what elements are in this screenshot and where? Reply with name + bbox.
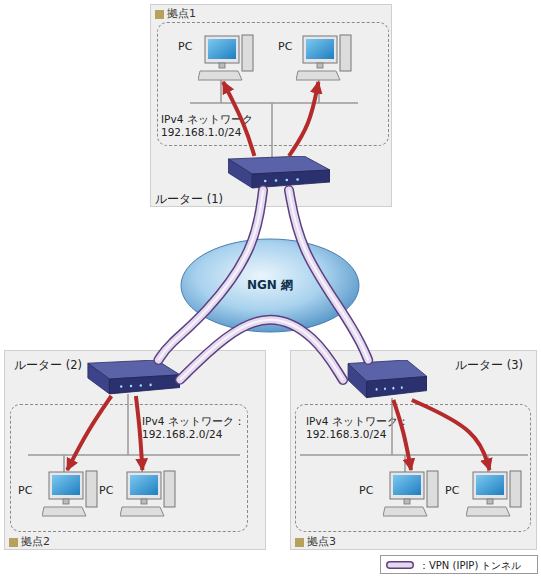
pc-node: PC (198, 34, 254, 82)
cloud-ellipse (181, 239, 359, 332)
network-label: IPv4 ネットワーク： 192.168.2.0/24 (142, 415, 250, 441)
router-node: ルーター (3) (343, 360, 427, 400)
router-label: ルーター (1) (155, 192, 223, 206)
router-node: ルーター (1) (222, 156, 330, 190)
pc-node: PC (296, 34, 352, 82)
pc-label: PC (18, 484, 32, 498)
lan-segment: IPv4 ネットワーク： 192.168.2.0/24PCPC (10, 404, 248, 532)
pc-node: PC (383, 470, 439, 518)
router-node: ルーター (2) (82, 360, 180, 396)
lan-segment: IPv4 ネットワーク： 192.168.3.0/24PC PC (295, 404, 531, 532)
cloud-label: NGN 網 (180, 278, 360, 293)
network-label: IPv4 ネットワーク 192.168.1.0/24 (161, 113, 269, 139)
tunnel-outline (390, 561, 410, 569)
legend-text: ：VPN (IPIP) トンネル (419, 559, 521, 573)
pc-label: PC (445, 484, 459, 498)
router-label: ルーター (2) (14, 358, 82, 372)
site-area: 拠点1IPv4 ネットワーク 192.168.1.0/24 PC PC ルーター (1… (150, 4, 392, 207)
legend-sample (385, 559, 415, 571)
site-marker (9, 538, 18, 547)
pc-node: PC (466, 470, 522, 518)
site-area: 拠点2 ルーター (2) IPv4 ネットワーク： 192.168.2.0/24PC… (4, 350, 266, 550)
site-marker (295, 538, 304, 547)
pc-label: PC (359, 484, 373, 498)
pc-label: PC (99, 484, 113, 498)
site-area: 拠点3ルーター (3)IPv4 ネットワーク： 192.168.3.0/24PC… (290, 350, 537, 550)
pc-label: PC (178, 40, 192, 54)
pc-label: PC (278, 40, 292, 54)
pc-node: PC (120, 470, 176, 518)
site-title: 拠点2 (21, 535, 50, 549)
site-title: 拠点1 (167, 7, 196, 21)
site-title: 拠点3 (307, 535, 336, 549)
ngn-cloud: NGN 網 (180, 238, 360, 333)
tunnel-body (390, 563, 410, 568)
site-marker (155, 10, 164, 19)
router-label: ルーター (3) (455, 358, 523, 372)
lan-segment: IPv4 ネットワーク 192.168.1.0/24 PC PC (157, 22, 389, 146)
legend-box: ：VPN (IPIP) トンネル (380, 555, 538, 574)
network-label: IPv4 ネットワーク： 192.168.3.0/24 (306, 415, 414, 441)
pc-node: PC (42, 470, 98, 518)
